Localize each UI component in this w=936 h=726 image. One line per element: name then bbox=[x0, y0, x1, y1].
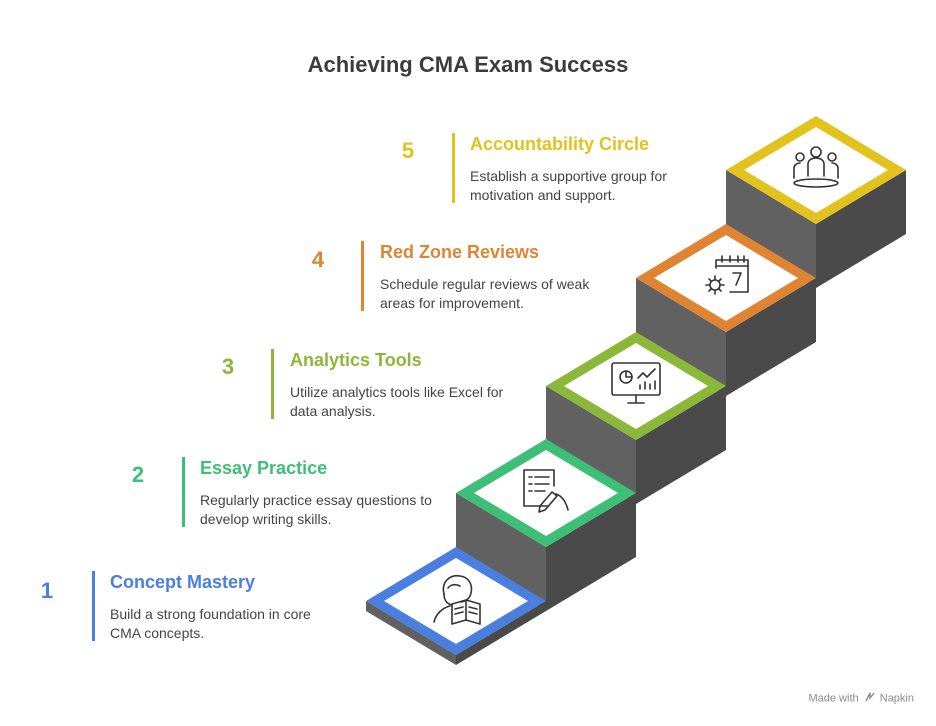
step-title: Red Zone Reviews bbox=[380, 242, 540, 262]
footer-made-with: Made with bbox=[808, 692, 859, 705]
stair-step-1 bbox=[366, 547, 546, 665]
calendar-gear-icon bbox=[705, 255, 749, 295]
step-description: Schedule regular reviews of weak areas f… bbox=[380, 276, 590, 311]
step-number: 5 bbox=[401, 138, 415, 163]
step-accent-bar bbox=[452, 133, 455, 203]
step-number: 1 bbox=[40, 578, 54, 603]
napkin-logo-icon bbox=[865, 692, 875, 705]
stair-step-4 bbox=[636, 224, 816, 396]
step-accent-bar bbox=[182, 457, 185, 527]
step-description: Establish a supportive group for motivat… bbox=[470, 168, 667, 203]
step-title: Concept Mastery bbox=[110, 572, 256, 592]
footer-attribution: Made with Napkin bbox=[808, 692, 914, 705]
student-reading-icon bbox=[433, 574, 481, 625]
page-title: Achieving CMA Exam Success bbox=[307, 52, 629, 77]
step-number: 2 bbox=[131, 462, 145, 487]
step-accent-bar bbox=[92, 571, 95, 641]
step-description: Utilize analytics tools like Excel for d… bbox=[290, 384, 504, 419]
step-title: Analytics Tools bbox=[290, 350, 422, 370]
step-accent-bar bbox=[361, 241, 364, 311]
step-accent-bar bbox=[271, 349, 274, 419]
group-people-icon bbox=[793, 146, 839, 188]
stair-step-5 bbox=[726, 116, 906, 288]
stair-step-3 bbox=[546, 332, 726, 504]
footer-brand: Napkin bbox=[879, 692, 914, 705]
stair-step-2 bbox=[456, 439, 636, 611]
step-title: Accountability Circle bbox=[470, 134, 650, 154]
step-number: 4 bbox=[311, 247, 325, 272]
step-description: Build a strong foundation in core CMA co… bbox=[110, 606, 311, 641]
writing-document-icon bbox=[523, 469, 569, 513]
analytics-monitor-icon bbox=[611, 362, 661, 404]
step-description: Regularly practice essay questions to de… bbox=[200, 492, 432, 527]
step-number: 3 bbox=[221, 354, 235, 379]
step-title: Essay Practice bbox=[200, 458, 328, 478]
